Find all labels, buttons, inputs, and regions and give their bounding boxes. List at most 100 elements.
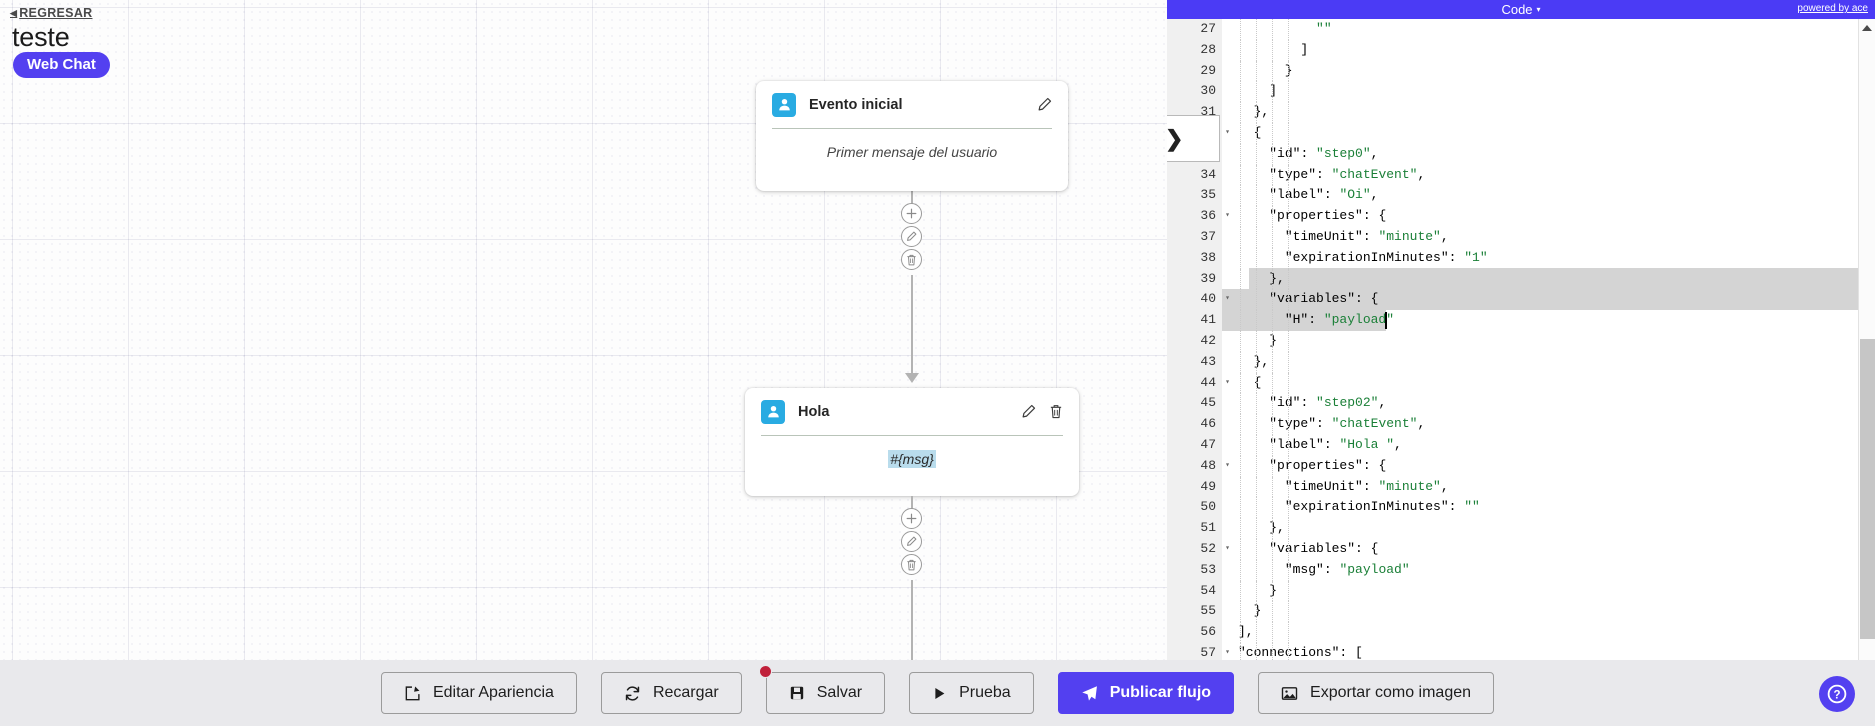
indent-guide (1240, 580, 1241, 602)
code-line-text: "expirationInMinutes": "1" (1222, 247, 1875, 269)
indent-guide (1288, 351, 1289, 373)
play-icon (932, 686, 947, 701)
svg-text:?: ? (1833, 689, 1840, 701)
code-line[interactable]: 29 } (1167, 60, 1875, 82)
indent-guide (1272, 518, 1273, 539)
code-line[interactable]: 40▾ "variables": { (1167, 289, 1875, 311)
line-number: 44▾ (1167, 372, 1230, 394)
code-editor-content[interactable]: 27 ""28 ]29 }30 ]31 },32▾ {33 "id": "ste… (1167, 19, 1875, 660)
prueba-button[interactable]: Prueba (909, 672, 1034, 714)
code-line[interactable]: 30 ] (1167, 81, 1875, 103)
indent-guide (1256, 372, 1257, 394)
code-line[interactable]: 39 }, (1167, 268, 1875, 290)
indent-guide (1272, 310, 1273, 331)
indent-guide (1288, 518, 1289, 539)
code-line[interactable]: 35 "label": "Oi", (1167, 185, 1875, 207)
add-step-button[interactable] (901, 508, 922, 529)
pencil-icon[interactable] (1021, 404, 1036, 419)
code-line[interactable]: 34 "type": "chatEvent", (1167, 164, 1875, 186)
code-line[interactable]: 50 "expirationInMinutes": "" (1167, 497, 1875, 519)
code-line[interactable]: 31 }, (1167, 102, 1875, 123)
powered-by-ace-link[interactable]: powered by ace (1797, 3, 1868, 14)
recargar-button[interactable]: Recargar (600, 672, 742, 714)
pencil-icon[interactable] (1037, 97, 1052, 112)
delete-step-button[interactable] (901, 554, 922, 575)
flow-node-title: Evento inicial (809, 96, 903, 113)
code-line[interactable]: 51 }, (1167, 518, 1875, 539)
code-line[interactable]: 43 }, (1167, 351, 1875, 373)
line-number: 56 (1167, 622, 1222, 643)
delete-step-button[interactable] (901, 249, 922, 270)
code-line[interactable]: 48▾ "properties": { (1167, 455, 1875, 477)
code-line-text: } (1222, 60, 1875, 82)
code-line[interactable]: 56], (1167, 622, 1875, 643)
code-line[interactable]: 28 ] (1167, 39, 1875, 61)
indent-guide (1288, 60, 1289, 82)
fold-toggle-icon[interactable]: ▾ (1225, 127, 1230, 137)
salvar-button[interactable]: Salvar (758, 665, 886, 714)
code-line[interactable]: 45 "id": "step02", (1167, 393, 1875, 415)
indent-guide (1240, 559, 1241, 581)
code-line[interactable]: 57▾"connections": [ (1167, 642, 1875, 660)
code-line[interactable]: 47 "label": "Hola ", (1167, 434, 1875, 456)
indent-guide (1240, 518, 1241, 539)
code-line-text: "timeUnit": "minute", (1222, 476, 1875, 498)
code-line[interactable]: 33 "id": "step0", (1167, 143, 1875, 165)
editor-vertical-scrollbar[interactable] (1858, 19, 1875, 660)
flow-canvas[interactable]: ◀ REGRESAR teste Web Chat (0, 0, 1167, 660)
trash-icon[interactable] (1049, 404, 1063, 419)
code-line[interactable]: 55 } (1167, 601, 1875, 623)
code-editor-title[interactable]: Code (1501, 2, 1533, 17)
code-line[interactable]: 41 "H": "payload" (1167, 310, 1875, 331)
trash-icon (907, 559, 916, 570)
indent-guide (1240, 143, 1241, 165)
edit-step-button[interactable] (901, 226, 922, 247)
code-line[interactable]: 52▾ "variables": { (1167, 538, 1875, 560)
code-line[interactable]: 37 "timeUnit": "minute", (1167, 226, 1875, 248)
line-number: 53 (1167, 559, 1222, 581)
chevron-down-icon[interactable]: ▾ (1536, 5, 1541, 14)
code-line[interactable]: 27 "" (1167, 19, 1875, 40)
indent-guide (1288, 39, 1289, 61)
flow-node-start[interactable]: Evento inicial Primer mensaje del usuari… (756, 81, 1068, 191)
fold-toggle-icon[interactable]: ▾ (1225, 211, 1230, 221)
gutter-fold-popup[interactable]: ❯ (1167, 115, 1220, 162)
fold-toggle-icon[interactable]: ▾ (1225, 460, 1230, 470)
back-link[interactable]: ◀ REGRESAR (10, 6, 92, 20)
code-line-text: "" (1222, 19, 1875, 40)
code-line[interactable]: 36▾ "properties": { (1167, 206, 1875, 227)
editar-apariencia-button[interactable]: Editar Apariencia (380, 672, 577, 714)
connector-arrow-1 (905, 373, 919, 383)
refresh-icon (624, 685, 641, 702)
indent-guide (1240, 497, 1241, 519)
fold-toggle-icon[interactable]: ▾ (1225, 377, 1230, 387)
code-line[interactable]: 32▾ { (1167, 122, 1875, 144)
flow-node-hola[interactable]: Hola #{msg} (745, 388, 1079, 496)
edit-step-button[interactable] (901, 531, 922, 552)
publicar-flujo-button[interactable]: Publicar flujo (1057, 672, 1235, 714)
indent-guide (1272, 102, 1273, 123)
code-line[interactable]: 49 "timeUnit": "minute", (1167, 476, 1875, 498)
code-line[interactable]: 44▾ { (1167, 372, 1875, 394)
code-line[interactable]: 46 "type": "chatEvent", (1167, 414, 1875, 435)
indent-guide (1256, 497, 1257, 519)
scrollbar-thumb[interactable] (1860, 339, 1875, 639)
line-number: 40▾ (1167, 289, 1230, 311)
page-title: teste (12, 22, 70, 52)
indent-guide (1256, 268, 1257, 290)
help-button[interactable]: ? (1819, 676, 1855, 712)
connector-line-2 (911, 275, 913, 375)
fold-toggle-icon[interactable]: ▾ (1225, 543, 1230, 553)
add-step-button[interactable] (901, 203, 922, 224)
exportar-como-imagen-button[interactable]: Exportar como imagen (1258, 672, 1495, 714)
code-line[interactable]: 42 } (1167, 330, 1875, 352)
triangle-up-icon[interactable] (1862, 25, 1872, 31)
fold-toggle-icon[interactable]: ▾ (1225, 294, 1230, 304)
connector-line-1 (911, 191, 913, 213)
code-line[interactable]: 38 "expirationInMinutes": "1" (1167, 247, 1875, 269)
code-line[interactable]: 53 "msg": "payload" (1167, 559, 1875, 581)
fold-toggle-icon[interactable]: ▾ (1225, 647, 1230, 657)
code-line[interactable]: 54 } (1167, 580, 1875, 602)
button-label: Publicar flujo (1109, 684, 1212, 701)
